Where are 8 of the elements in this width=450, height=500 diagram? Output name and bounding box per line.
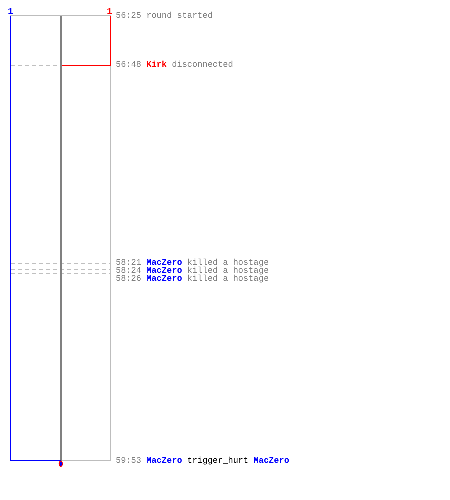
count-label: 1 xyxy=(107,8,112,16)
log-entry: 58:26 MacZero killed a hostage xyxy=(116,275,270,283)
count-label: 1 xyxy=(8,8,14,16)
log-entry: 58:24 MacZero killed a hostage xyxy=(116,267,270,275)
log-entry: 56:25 round started xyxy=(116,12,213,20)
log-entry: 59:53 MacZero trigger_hurt MacZero xyxy=(116,456,290,464)
log-entry: 56:48 Kirk disconnected xyxy=(116,61,234,69)
log-entry: 58:21 MacZero killed a hostage xyxy=(116,259,270,267)
